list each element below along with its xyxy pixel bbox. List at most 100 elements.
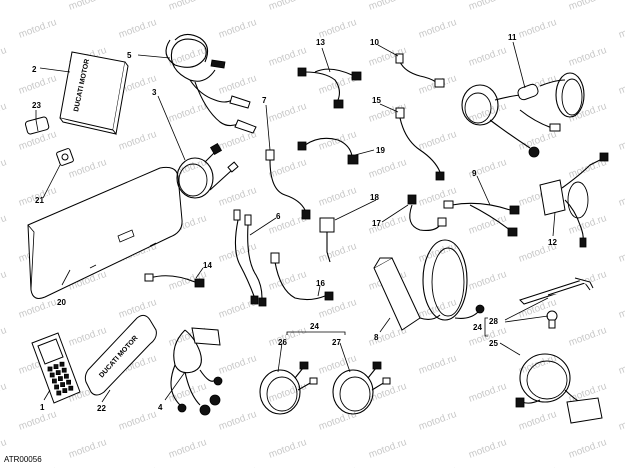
watermark-text: motod.ru — [467, 0, 508, 13]
watermark-text: motod.ru — [617, 17, 625, 41]
watermark-text: motod.ru — [117, 129, 158, 153]
callout-23: 23 — [32, 101, 41, 110]
part-battery-clamp-cable — [165, 33, 257, 134]
watermark-text: motod.ru — [317, 129, 358, 153]
callout-25: 25 — [489, 339, 498, 348]
callout-28: 28 — [489, 317, 498, 326]
watermark-text: motod.ru — [367, 157, 408, 181]
watermark-text: motod.ru — [417, 129, 458, 153]
watermark-text: motod.ru — [267, 437, 308, 461]
watermark-text: motod.ru — [0, 45, 8, 69]
keypad-key — [54, 384, 59, 390]
watermark-text: motod.ru — [567, 437, 608, 461]
watermark-text: motod.ru — [0, 269, 8, 293]
watermark-text: motod.ru — [517, 409, 558, 433]
watermark-text: motod.ru — [617, 353, 625, 377]
part-handheld-tester — [31, 332, 81, 404]
watermark-text: motod.ru — [167, 0, 208, 13]
watermark-text: motod.ru — [267, 0, 308, 13]
callout-1: 1 — [40, 403, 45, 412]
watermark-text: motod.ru — [517, 17, 558, 41]
watermark-text: motod.ru — [617, 185, 625, 209]
callout-2: 2 — [32, 65, 37, 74]
callout-14: 14 — [203, 261, 212, 270]
keypad-key — [55, 370, 61, 376]
callout-13: 13 — [316, 38, 325, 47]
watermark-text: motod.ru — [217, 353, 258, 377]
callout-24-top: 24 — [310, 322, 319, 331]
watermark-text: motod.ru — [0, 157, 8, 181]
watermark-text: motod.ru — [167, 381, 208, 405]
tester-keypad — [47, 361, 74, 396]
callout-27: 27 — [332, 338, 341, 347]
keypad-key — [49, 372, 55, 378]
watermark-text: motod.ru — [367, 0, 408, 13]
watermark-text: motod.ru — [167, 101, 208, 125]
callout-21: 21 — [35, 196, 44, 205]
part-y-lead-9 — [443, 200, 520, 237]
watermark-text: motod.ru — [417, 241, 458, 265]
watermark-text: motod.ru — [0, 325, 8, 349]
part-short-lead-14 — [144, 273, 205, 288]
part-lead-16 — [270, 252, 334, 301]
part-coiled-cable-27 — [332, 361, 391, 415]
part-small-plug — [56, 148, 74, 166]
figure-code: ATR00056 — [4, 455, 42, 464]
watermark-text: motod.ru — [417, 409, 458, 433]
leader-lines — [35, 41, 556, 403]
watermark-text: motod.ru — [317, 297, 358, 321]
keypad-key — [52, 378, 57, 384]
part-lead-17 — [407, 194, 447, 231]
keypad-key — [60, 382, 65, 388]
watermark-text: motod.ru — [0, 0, 8, 13]
watermark-text: motod.ru — [267, 45, 308, 69]
part-adapter-18 — [319, 217, 335, 263]
part-lead-15 — [395, 107, 445, 181]
watermark-text: motod.ru — [317, 185, 358, 209]
keypad-key — [47, 366, 53, 372]
keypad-key — [56, 390, 62, 396]
watermark-text: motod.ru — [617, 129, 625, 153]
callout-16: 16 — [316, 279, 325, 288]
part-twin-lead-6 — [233, 209, 267, 307]
watermark-text: motod.ru — [467, 101, 508, 125]
keypad-key — [61, 367, 67, 373]
watermark-text: motod.ru — [567, 101, 608, 125]
watermark-text: motod.ru — [467, 213, 508, 237]
part-manual-booklet: DUCATI MOTOR — [59, 51, 129, 136]
watermark-text: motod.ru — [217, 241, 258, 265]
callout-22: 22 — [97, 404, 106, 413]
part-bracket-28 — [519, 277, 594, 329]
keypad-key — [59, 361, 65, 367]
part-coiled-cable-3 — [176, 142, 239, 199]
watermark-text: motod.ru — [217, 185, 258, 209]
callout-20: 20 — [57, 298, 66, 307]
watermark-text: motod.ru — [367, 437, 408, 461]
part-lead-13 — [297, 67, 362, 109]
watermark-text: motod.ru — [617, 297, 625, 321]
watermark-text: motod.ru — [267, 157, 308, 181]
watermark-text: motod.ru — [17, 297, 58, 321]
part-probe-cable-25 — [515, 353, 603, 424]
watermark-text: motod.ru — [317, 241, 358, 265]
watermark-text: motod.ru — [267, 101, 308, 125]
part-coiled-cable-26 — [259, 361, 318, 415]
callout-18: 18 — [370, 193, 379, 202]
callout-19: 19 — [376, 146, 385, 155]
callout-5: 5 — [127, 51, 132, 60]
callout-6: 6 — [276, 212, 281, 221]
keypad-key — [68, 385, 74, 391]
watermark-text: motod.ru — [467, 269, 508, 293]
watermark-text: motod.ru — [17, 409, 58, 433]
keypad-key — [62, 388, 68, 394]
watermark-text: motod.ru — [17, 17, 58, 41]
watermark-text: motod.ru — [0, 213, 8, 237]
watermark-text: motod.ru — [267, 325, 308, 349]
watermark-text: motod.ru — [67, 0, 108, 13]
watermark-text: motod.ru — [117, 409, 158, 433]
watermark-text: motod.ru — [567, 325, 608, 349]
part-connector-cap — [24, 116, 50, 135]
part-harness-4 — [170, 327, 223, 416]
callout-9: 9 — [472, 169, 477, 178]
